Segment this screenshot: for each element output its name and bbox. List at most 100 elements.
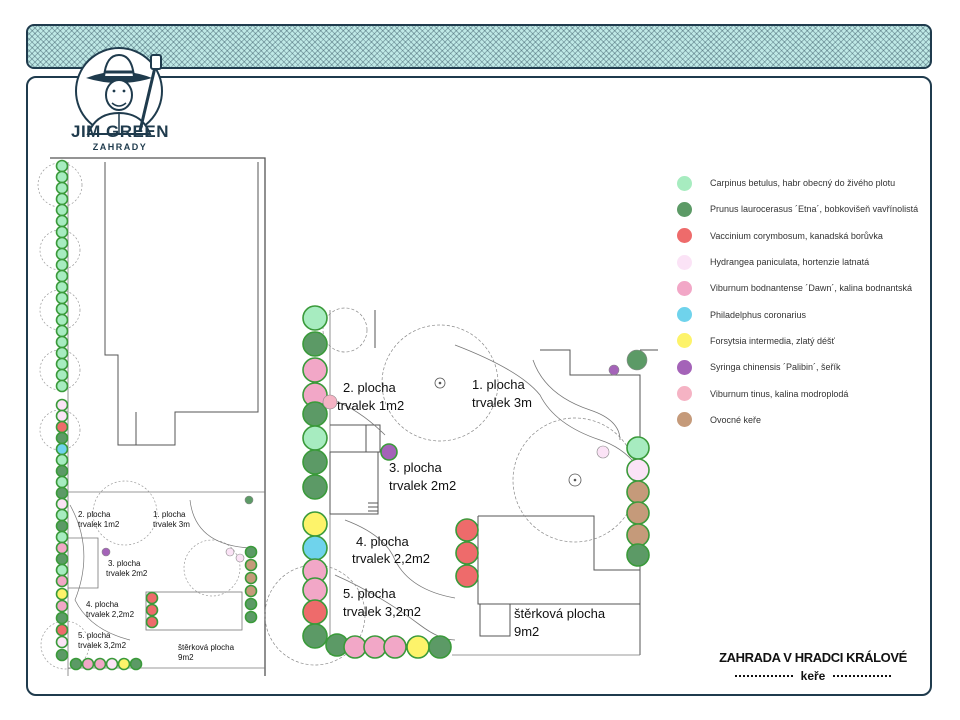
overview-zone-4-label: 4. plocha [86,600,119,609]
overview-zone-4-area: trvalek 2,2m2 [86,610,135,619]
plant-symbol [55,552,69,566]
plant-symbol [55,648,69,662]
plant-symbol [244,545,258,559]
hydrangea-dot-icon [677,254,692,270]
brand-name: JIM GREEN [70,122,170,141]
plant-symbol [55,420,69,434]
dotted-divider [734,675,793,677]
plant-symbol [55,203,69,217]
plant-symbol [55,379,69,393]
plan-title: ZAHRADA V HRADCI KRÁLOVÉ [719,650,907,665]
legend-label: Viburnum tinus, kalina modroplodá [710,388,849,399]
plant-symbol [302,511,328,537]
plant-symbol [55,313,69,327]
lilac-dot-icon [677,359,692,375]
zone-2-label: 2. plocha [343,380,397,395]
viburnum-tinus-dot-icon [677,386,692,402]
plant-symbol [145,615,159,629]
legend-label: Forsytsia intermedia, zlatý déšť [710,335,835,346]
zone-4-area: trvalek 2,2m2 [352,551,430,566]
legend-item: Forsytsia intermedia, zlatý déšť [668,328,938,354]
legend-label: Carpinus betulus, habr obecný do živého … [710,178,896,189]
zone-5-label: 5. plocha [343,586,397,601]
plant-symbol [55,214,69,228]
legend-item: Carpinus betulus, habr obecný do živého … [668,170,938,196]
plant-symbol [608,364,620,376]
plant-symbol [55,574,69,588]
title-block: ZAHRADA V HRADCI KRÁLOVÉ keře [708,650,918,683]
plant-symbol [55,258,69,272]
plant-symbol [302,357,328,383]
plan-subtitle: keře [800,669,826,683]
forsythia-dot-icon [677,333,692,349]
plant-symbol [55,181,69,195]
plant-symbol [302,577,328,603]
overview-zone-5-area: trvalek 3,2m2 [78,641,127,650]
plant-symbol [55,599,69,613]
plant-symbol [81,657,95,671]
plant-symbol [244,597,258,611]
plant-symbol [406,635,430,659]
legend-item: Ovocné keře [668,407,938,433]
legend-item: Syringa chinensis ´Palibin´, šeřík [668,354,938,380]
plant-symbol [69,657,83,671]
overview-zone-2-label: 2. plocha [78,510,111,519]
legend-item: Prunus laurocerasus ´Etna´, bobkovišeň v… [668,196,938,222]
fruit-shrubs-dot-icon [677,412,692,428]
overview-zone-5-label: 5. plocha [78,631,111,640]
plant-symbol [428,635,452,659]
plant-symbol [55,453,69,467]
plant-symbol [302,401,328,427]
plant-symbol [322,394,338,410]
plant-symbol [55,431,69,445]
plant-symbol [55,225,69,239]
plant-symbol [363,635,387,659]
plant-symbol [626,349,648,371]
plant-symbol [626,480,650,504]
plant-symbol [302,449,328,475]
gardener-logo-icon [75,47,163,135]
plant-symbol [55,269,69,283]
legend-item: Viburnum bodnantense ´Dawn´, kalina bodn… [668,275,938,301]
legend-label: Syringa chinensis ´Palibin´, šeřík [710,362,841,373]
legend-label: Vaccinium corymbosum, kanadská borůvka [710,230,883,241]
viburnum-dawn-dot-icon [677,280,692,296]
plant-symbol [55,280,69,294]
plant-symbol [55,635,69,649]
plant-legend: Carpinus betulus, habr obecný do živého … [668,170,938,433]
plant-symbol [244,558,258,572]
plant-symbol [383,635,407,659]
plant-symbol [55,563,69,577]
plant-symbol [455,541,479,565]
plant-symbol [145,591,159,605]
plant-symbol [55,623,69,637]
hornbeam-dot-icon [677,175,692,191]
plant-symbol [302,425,328,451]
dotted-divider [833,675,892,677]
plant-symbol [117,657,131,671]
overview-plan: 2. plocha trvalek 1m2 1. plocha trvalek … [37,157,266,676]
plan-frame [26,76,932,696]
cherry-laurel-dot-icon [677,201,692,217]
plant-symbol [55,497,69,511]
zone-1-label: 1. plocha [472,377,526,392]
zone-2-area: trvalek 1m2 [337,398,404,413]
legend-item: Vaccinium corymbosum, kanadská borůvka [668,223,938,249]
plant-symbol [225,547,235,557]
plant-symbol [626,436,650,460]
zone-1-area: trvalek 3m [472,395,532,410]
overview-zone-1-label: 1. plocha [153,510,186,519]
plant-symbol [55,247,69,261]
zone-3-label: 3. plocha [389,460,443,475]
zone-3-area: trvalek 2m2 [389,478,456,493]
legend-item: Viburnum tinus, kalina modroplodá [668,380,938,406]
plant-symbol [380,443,398,461]
plant-symbol [244,571,258,585]
plant-symbol [55,486,69,500]
overview-zone-3-area: trvalek 2m2 [106,569,148,578]
gravel-area-size: 9m2 [514,624,539,639]
plant-symbol [302,305,328,331]
plant-symbol [55,346,69,360]
plant-symbol [55,192,69,206]
legend-label: Viburnum bodnantense ´Dawn´, kalina bodn… [710,283,912,294]
